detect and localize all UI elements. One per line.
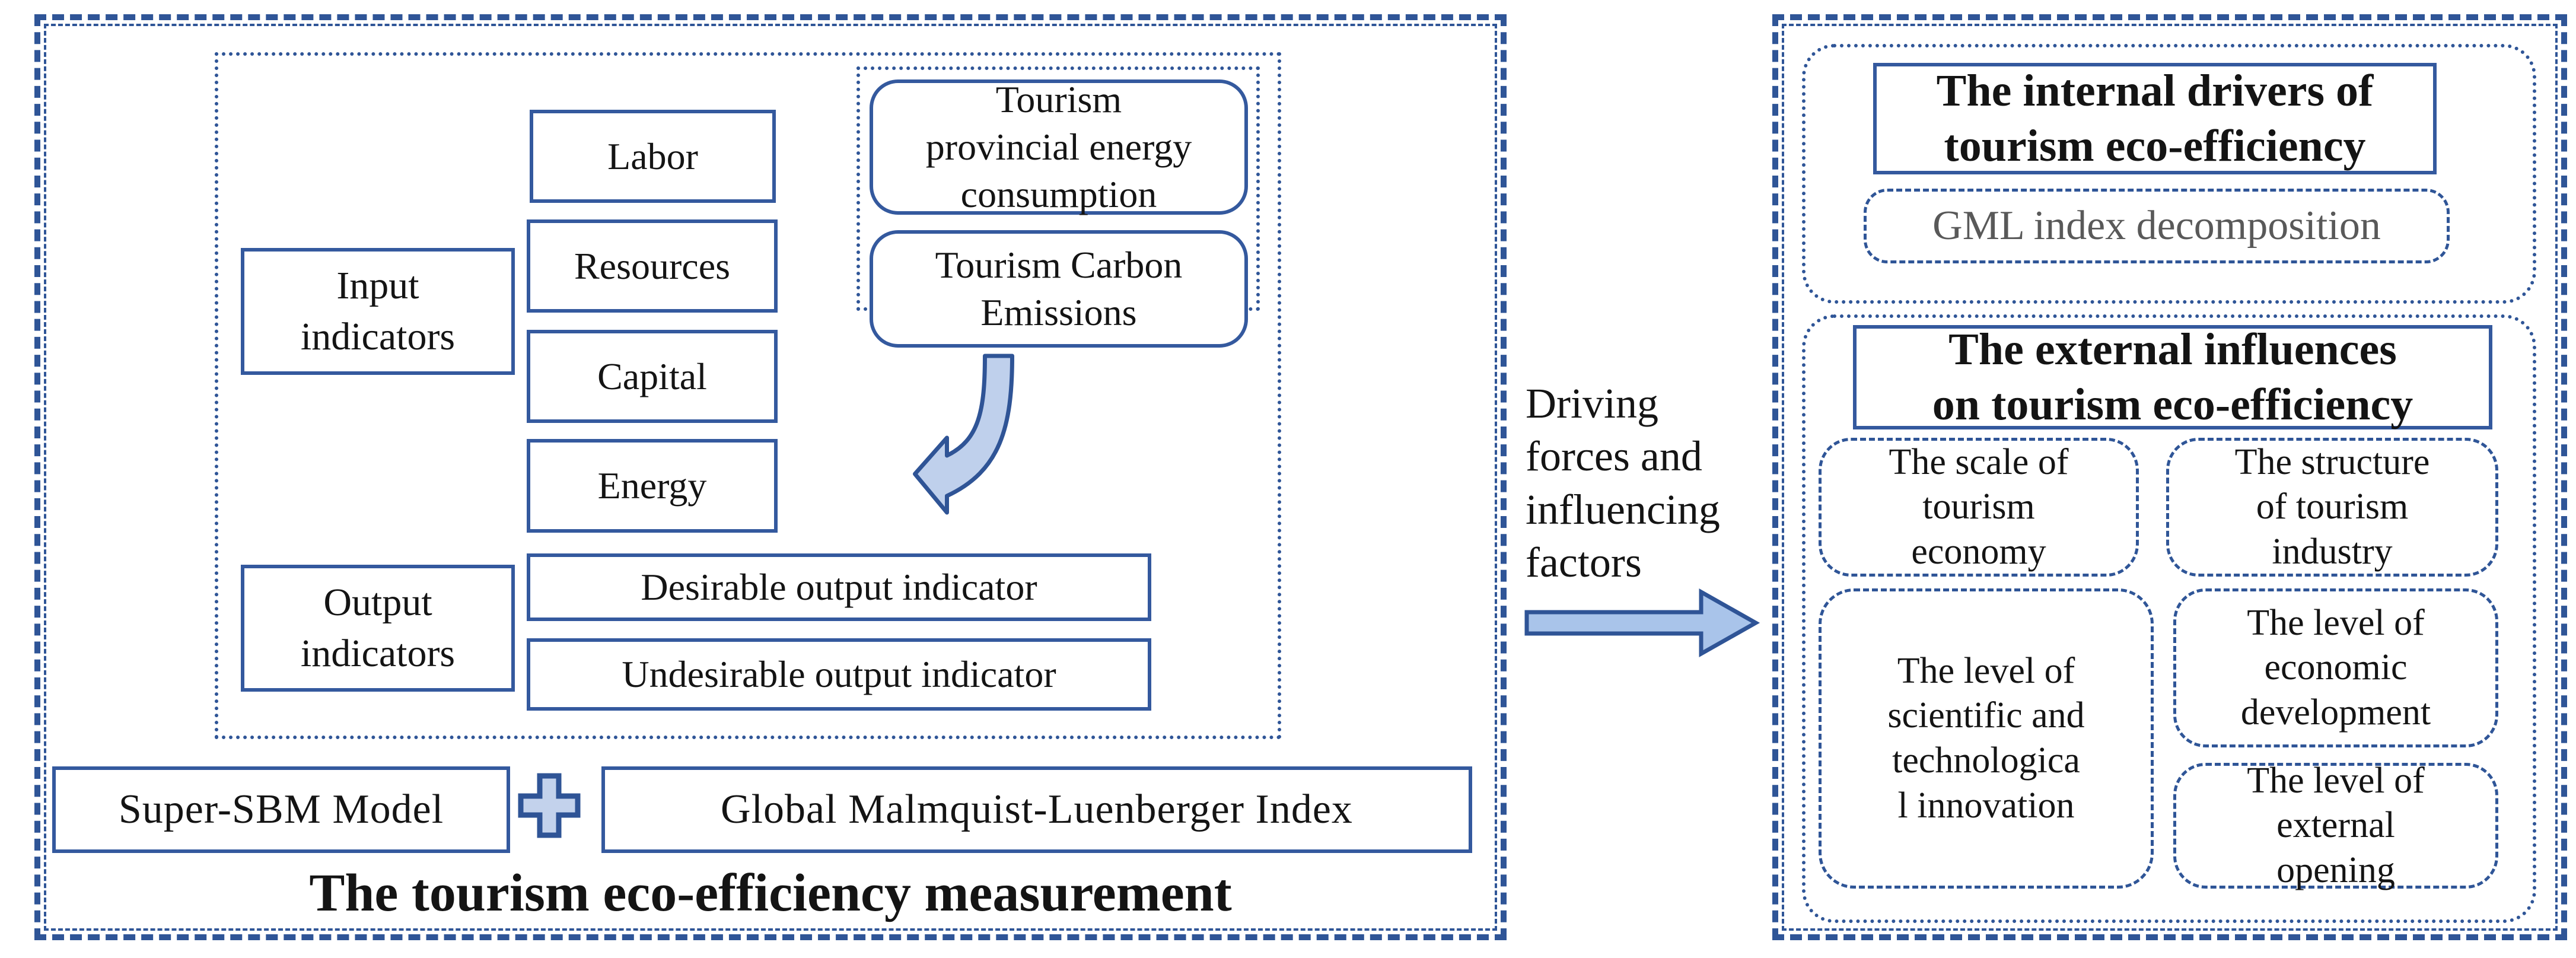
internal-drivers-group-box	[1802, 44, 2536, 304]
output-indicators-box: Output indicators	[241, 565, 515, 692]
labor-box: Labor	[530, 110, 776, 203]
factor-box-econdev: The level of economic development	[2173, 588, 2498, 747]
energy-label: Energy	[597, 464, 707, 507]
super-sbm-label: Super-SBM Model	[118, 787, 444, 832]
factor-econdev-label: The level of economic development	[2240, 602, 2431, 733]
external-influences-group-box	[1802, 314, 2536, 923]
resources-box: Resources	[527, 219, 778, 313]
plus-icon	[518, 773, 581, 838]
undesirable-output-label: Undesirable output indicator	[622, 653, 1056, 695]
indicators-group-box	[215, 52, 1281, 739]
super-sbm-box: Super-SBM Model	[52, 766, 510, 853]
carbon-emissions-box: Tourism Carbon Emissions	[870, 230, 1248, 348]
flow-right-arrow-icon	[1524, 588, 1760, 657]
gml-decomposition-box: GML index decomposition	[1864, 189, 2450, 263]
gml-decomposition-label: GML index decomposition	[1932, 203, 2381, 249]
factor-box-structure: The structure of tourism industry	[2166, 438, 2498, 577]
capital-label: Capital	[597, 355, 707, 397]
factor-box-opening: The level of external opening	[2173, 760, 2498, 890]
driving-forces-label: Driving forces and influencing factors	[1526, 380, 1720, 586]
capital-box: Capital	[527, 330, 778, 423]
resources-label: Resources	[574, 244, 731, 287]
measurement-title: The tourism eco-efficiency measurement	[309, 864, 1232, 922]
factor-box-scitech: The level of scientific and technologica…	[1819, 588, 2154, 889]
energy-consumption-label: Tourism provincial energy consumption	[925, 78, 1192, 215]
output-indicators-label: Output indicators	[300, 581, 456, 675]
desirable-output-box: Desirable output indicator	[527, 553, 1151, 621]
external-influences-title: The external influences on tourism eco-e…	[1932, 324, 2413, 429]
internal-drivers-title: The internal drivers of tourism eco-effi…	[1936, 66, 2374, 171]
input-indicators-label: Input indicators	[300, 264, 456, 358]
undesirable-output-box: Undesirable output indicator	[527, 638, 1151, 711]
input-indicators-box: Input indicators	[241, 248, 515, 375]
desirable-output-label: Desirable output indicator	[641, 566, 1037, 608]
gml-index-box: Global Malmquist-Luenberger Index	[601, 766, 1472, 853]
measurement-panel	[34, 14, 1507, 940]
drivers-panel	[1772, 14, 2567, 940]
energy-consumption-box: Tourism provincial energy consumption	[870, 78, 1248, 215]
factor-opening-label: The level of external opening	[2247, 760, 2425, 890]
energy-box: Energy	[527, 439, 778, 533]
labor-label: Labor	[607, 135, 698, 177]
factor-scitech-label: The level of scientific and technologica…	[1887, 650, 2085, 826]
internal-drivers-title-box: The internal drivers of tourism eco-effi…	[1873, 63, 2437, 174]
external-influences-title-box: The external influences on tourism eco-e…	[1853, 324, 2492, 429]
factor-scale-label: The scale of tourism economy	[1889, 441, 2069, 572]
curved-down-left-arrow-icon	[913, 354, 1014, 515]
gml-index-label: Global Malmquist-Luenberger Index	[721, 787, 1353, 832]
factor-box-scale: The scale of tourism economy	[1819, 438, 2139, 577]
factor-structure-label: The structure of tourism industry	[2234, 441, 2430, 572]
carbon-emissions-label: Tourism Carbon Emissions	[935, 244, 1183, 333]
